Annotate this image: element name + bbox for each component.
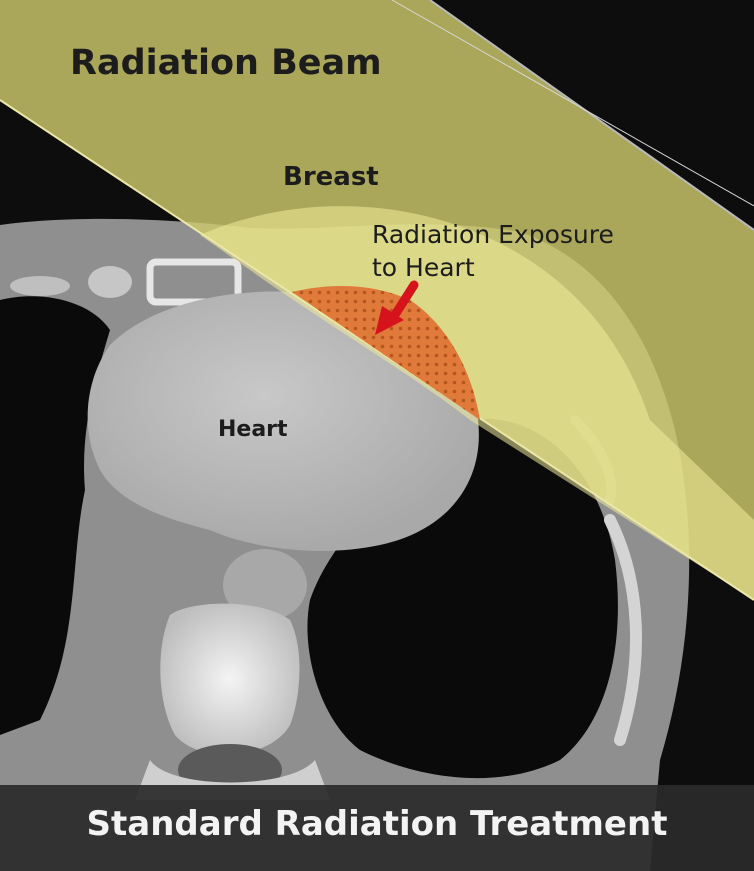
exposure-label-line2: to Heart — [372, 253, 475, 282]
heart-label: Heart — [218, 417, 288, 442]
title-label: Radiation Beam — [70, 43, 382, 83]
caption-label: Standard Radiation Treatment — [87, 804, 668, 844]
exposure-label-line1: Radiation Exposure — [372, 220, 614, 249]
rib-left — [10, 276, 70, 296]
clavicle-left — [88, 266, 132, 298]
vertebra — [160, 604, 299, 755]
breast-label: Breast — [283, 162, 379, 192]
